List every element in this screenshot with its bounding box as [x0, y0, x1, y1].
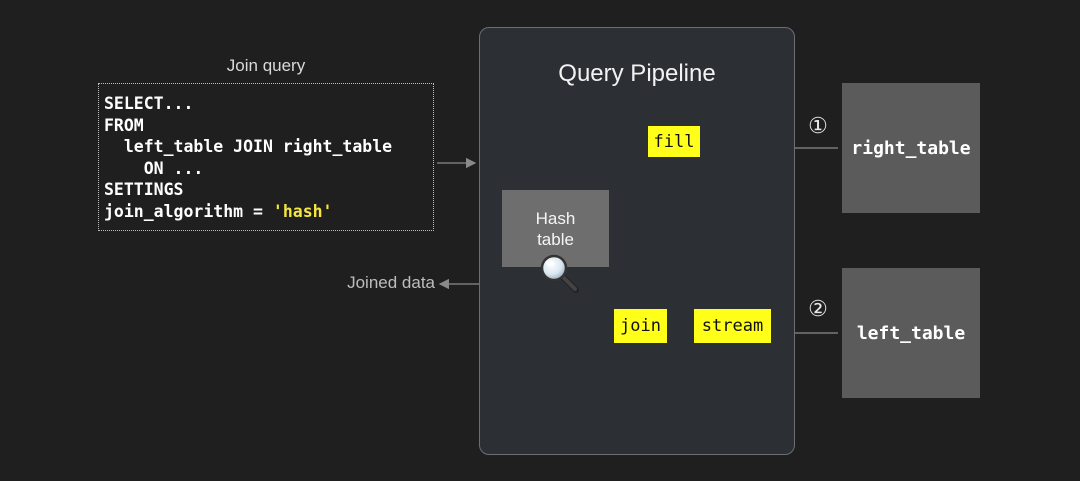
step-one-marker: ① [808, 113, 828, 138]
code-line: left_table JOIN right_table [104, 137, 393, 156]
fill-tag: fill [648, 126, 700, 157]
stream-tag: stream [694, 309, 771, 343]
hash-table-label-line2: table [537, 230, 574, 249]
joined-data-label: Joined data [347, 273, 435, 292]
query-caption: Join query [226, 56, 306, 75]
join-query-code: SELECT... FROM left_table JOIN right_tabl… [98, 83, 434, 231]
join-tag: join [614, 309, 667, 343]
code-line: SELECT... [104, 94, 194, 113]
code-line: FROM [104, 115, 144, 135]
code-line: SETTINGS [104, 180, 184, 199]
pipeline-title: Query Pipeline [558, 60, 716, 87]
hash-table-label-line1: Hash [535, 209, 576, 228]
right-table-label: right_table [851, 137, 971, 159]
hash-table-box [502, 190, 609, 267]
left-table-label: left_table [856, 322, 966, 344]
setting-name: join_algorithm = [104, 201, 273, 221]
magnifier-icon [540, 254, 579, 293]
right-table-box: right_table [842, 83, 980, 213]
code-line: ON ... [104, 158, 204, 178]
setting-value: 'hash' [272, 201, 333, 221]
left-table-box: left_table [842, 268, 980, 398]
step-two-marker: ② [808, 296, 828, 321]
hash-table-label: Hash table [502, 208, 609, 250]
code-line-setting: join_algorithm = 'hash' [104, 201, 433, 223]
